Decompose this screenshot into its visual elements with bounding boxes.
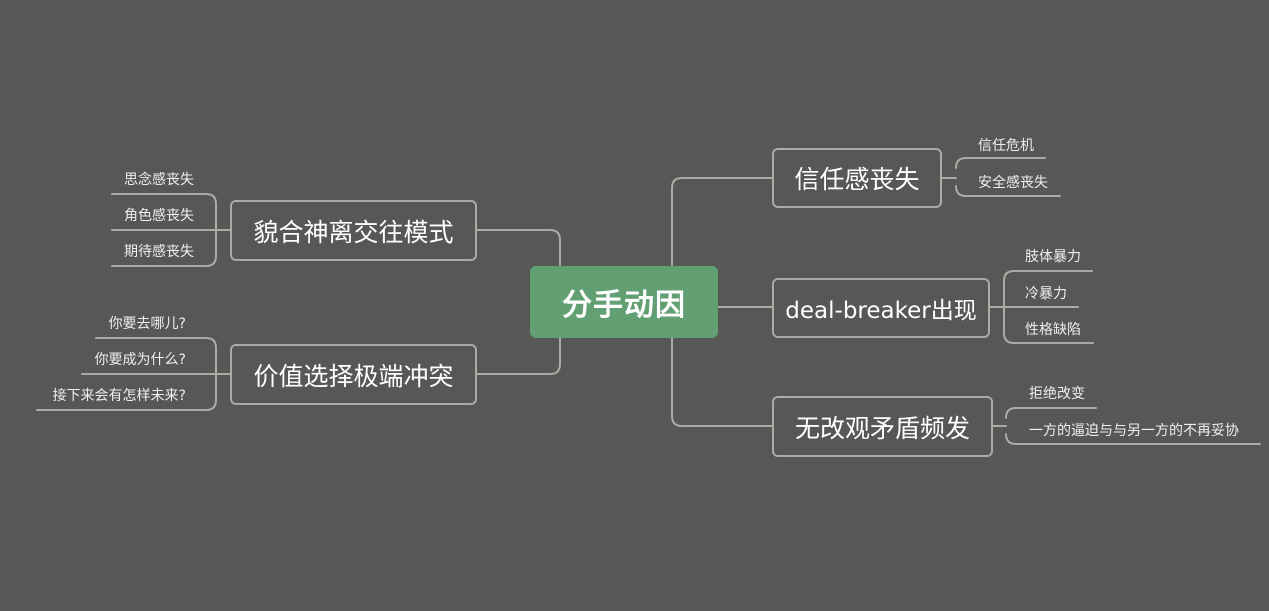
link-root-conflict (671, 337, 773, 427)
link-values-leaf-3 (36, 373, 217, 411)
link-dealbreaker-leaf-1 (1003, 270, 1093, 308)
leaf-values-1[interactable]: 你要去哪儿? (108, 316, 186, 332)
leaf-values-3[interactable]: 接下来会有怎样未来? (52, 388, 186, 404)
link-dealbreaker-leaf-3 (1003, 306, 1094, 344)
leaf-dealbreaker-1[interactable]: 肢体暴力 (1025, 249, 1081, 265)
link-conflict-leaf-1 (1005, 407, 1097, 419)
link-conflict-leaf-2 (1005, 433, 1261, 445)
topic-conflict-label: 无改观矛盾频发 (794, 413, 970, 443)
leaf-dealbreaker-3[interactable]: 性格缺陷 (1025, 322, 1081, 338)
topic-dealbreaker-label: deal-breaker出现 (785, 298, 977, 324)
leaf-trust-1[interactable]: 信任危机 (978, 138, 1034, 154)
link-trust-leaf-1 (955, 157, 1046, 169)
topic-trust-label: 信任感丧失 (794, 165, 920, 194)
link-values-leaf-1 (95, 337, 217, 375)
link-root-trust (671, 177, 773, 267)
link-trust-leaf-2 (955, 185, 1061, 197)
topic-conflict[interactable]: 无改观矛盾频发 (772, 396, 993, 457)
topic-dealbreaker[interactable]: deal-breaker出现 (772, 278, 990, 338)
topic-trust[interactable]: 信任感丧失 (772, 148, 942, 208)
leaf-dealbreaker-2[interactable]: 冷暴力 (1025, 286, 1067, 302)
link-root-detached (475, 229, 561, 267)
topic-values-label: 价值选择极端冲突 (253, 361, 454, 391)
root-topic-label: 分手动因 (562, 288, 686, 323)
leaf-conflict-2[interactable]: 一方的逼迫与与另一方的不再妥协 (1029, 423, 1239, 439)
leaf-conflict-1[interactable]: 拒绝改变 (1029, 386, 1085, 402)
leaf-detached-3[interactable]: 期待感丧失 (124, 244, 194, 260)
link-root-values (475, 337, 561, 375)
topic-values[interactable]: 价值选择极端冲突 (230, 344, 477, 405)
leaf-values-2[interactable]: 你要成为什么? (94, 352, 186, 368)
root-topic[interactable]: 分手动因 (530, 266, 718, 338)
topic-detached[interactable]: 貌合神离交往模式 (230, 200, 477, 261)
link-detached-leaf-3 (111, 229, 217, 267)
leaf-trust-2[interactable]: 安全感丧失 (978, 175, 1048, 191)
leaf-detached-2[interactable]: 角色感丧失 (124, 208, 194, 224)
topic-detached-label: 貌合神离交往模式 (253, 217, 454, 247)
link-detached-leaf-1 (111, 193, 217, 231)
leaf-detached-1[interactable]: 思念感丧失 (124, 172, 194, 188)
